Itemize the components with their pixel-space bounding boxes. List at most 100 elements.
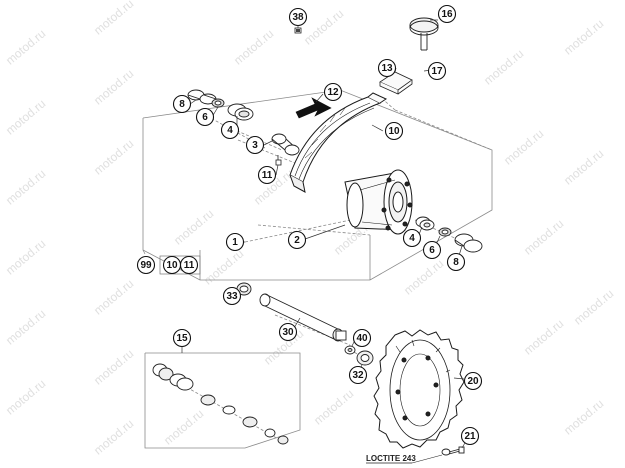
callout-circle [460, 426, 480, 446]
callout-label: 15 [176, 333, 188, 344]
part-rim-tape-13 [379, 71, 413, 95]
callout-circle [422, 240, 442, 260]
callout-11: 11 [257, 165, 277, 185]
part-nut-38 [294, 27, 302, 34]
callout-40: 40 [352, 328, 372, 348]
callout-6b: 6 [422, 240, 442, 260]
callout-label: 99 [140, 260, 152, 271]
callout-circle [278, 322, 298, 342]
callout-label: 3 [252, 140, 258, 151]
loctite-label: LOCTITE 243 [366, 454, 416, 463]
callout-3: 3 [245, 135, 265, 155]
callout-1: 1 [225, 232, 245, 252]
callout-circle [172, 94, 192, 114]
callout-circle [179, 255, 199, 275]
part-hub [344, 169, 413, 235]
callout-label: 2 [294, 235, 300, 246]
callout-circle [352, 328, 372, 348]
callout-circle [437, 4, 457, 24]
callout-6a: 6 [195, 107, 215, 127]
callout-circle [402, 228, 422, 248]
part-valve-cap-16 [409, 17, 439, 51]
callout-15: 15 [172, 328, 192, 348]
callout-4b: 4 [402, 228, 422, 248]
callout-circle [220, 120, 240, 140]
callout-2: 2 [287, 230, 307, 250]
callout-99: 99 [136, 255, 156, 275]
callout-4a: 4 [220, 120, 240, 140]
callout-label: 11 [184, 260, 195, 271]
callout-label: 1 [232, 237, 238, 248]
loctite-note: LOCTITE 243 [366, 454, 443, 464]
callout-circle [427, 61, 447, 81]
part-bearing-4-right [415, 216, 435, 231]
callout-circle [222, 286, 242, 306]
callout-33: 33 [222, 286, 242, 306]
callout-circle [377, 58, 397, 78]
callout-circle [136, 255, 156, 275]
callout-16: 16 [437, 4, 457, 24]
callout-label: 4 [409, 233, 415, 244]
callout-label: 6 [202, 112, 208, 123]
callout-label: 10 [166, 260, 178, 271]
callout-12: 12 [323, 82, 343, 102]
part-bearing-kit-15 [152, 363, 289, 445]
callout-label: 8 [453, 257, 459, 268]
part-spacer-6-right [438, 227, 452, 237]
callout-label: 33 [226, 291, 238, 302]
callout-label: 12 [327, 87, 339, 98]
callout-17: 17 [427, 61, 447, 81]
callout-label: 11 [262, 170, 273, 181]
callout-10: 10 [384, 121, 404, 141]
callout-circle [225, 232, 245, 252]
callout-circle [195, 107, 215, 127]
callout-circle [463, 371, 483, 391]
callout-circle [323, 82, 343, 102]
callout-21: 21 [460, 426, 480, 446]
callout-label: 30 [282, 327, 294, 338]
part-brake-disc-20 [373, 329, 465, 449]
rotation-arrow-12 [295, 97, 332, 119]
callout-10b: 10 [162, 255, 182, 275]
part-spacer-6-left [211, 98, 225, 108]
callout-38: 38 [288, 7, 308, 27]
callout-label: 6 [429, 245, 435, 256]
part-rim-10 [289, 92, 388, 193]
callout-label: 40 [356, 333, 368, 344]
callout-label: 8 [179, 99, 185, 110]
callout-label: 32 [352, 370, 364, 381]
callout-8a: 8 [172, 94, 192, 114]
part-tube-3 [271, 133, 300, 156]
callout-8b: 8 [446, 252, 466, 272]
callout-circle [384, 121, 404, 141]
callout-13: 13 [377, 58, 397, 78]
callout-label: 20 [467, 376, 479, 387]
part-nipple-11 [275, 155, 282, 166]
callout-label: 21 [464, 431, 476, 442]
callout-label: 10 [388, 126, 400, 137]
callout-label: 4 [227, 125, 233, 136]
callout-circle [446, 252, 466, 272]
callout-circle [287, 230, 307, 250]
part-washer-40 [344, 345, 356, 355]
part-bearing-4-left [227, 103, 254, 121]
callout-label: 13 [381, 63, 393, 74]
callout-circle [348, 365, 368, 385]
callout-11b: 11 [179, 255, 199, 275]
part-seal-8-right [454, 233, 483, 253]
part-axle-nut-32 [356, 350, 374, 366]
callout-circle [172, 328, 192, 348]
callout-label: 38 [292, 12, 304, 23]
part-disc-bolt-21 [441, 446, 465, 456]
callout-circle [288, 7, 308, 27]
callout-circle [257, 165, 277, 185]
callout-30: 30 [278, 322, 298, 342]
callout-label: 16 [441, 9, 453, 20]
callout-20: 20 [463, 371, 483, 391]
callout-32: 32 [348, 365, 368, 385]
part-axle-30 [259, 293, 347, 342]
callout-circle [245, 135, 265, 155]
